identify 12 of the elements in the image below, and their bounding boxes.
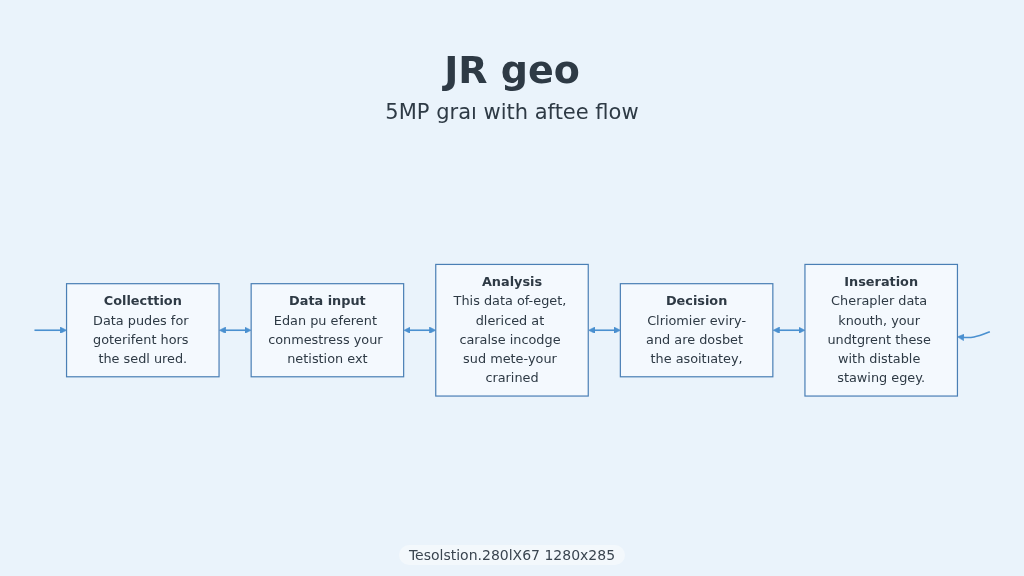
node-box: Decision Clriomier eviry-and are dosbet the asoitıatey, (619, 282, 774, 378)
arrow (957, 330, 991, 341)
node-box: Collecttion Data pudes for goterifent hors the sedl ured. (65, 282, 220, 378)
node-box: Data input Edan pu eferent conmestress your netistion ext (250, 282, 405, 378)
node-box: Inseration Cherapler data knouth, your undtgrent these with distable stawing egey. (804, 263, 959, 397)
subtitle: 5MP graı with aftee flow (384, 100, 640, 124)
arrow (33, 326, 67, 334)
arrow (219, 326, 252, 334)
node-box: Analysis This data of-eget, dlericed at caralse incodge sud mete-your crarined (435, 263, 589, 397)
arrow (588, 326, 621, 334)
footer-note: Tesolstion.280lX67 1280x285 (398, 545, 626, 565)
title: JR geo (441, 48, 581, 92)
